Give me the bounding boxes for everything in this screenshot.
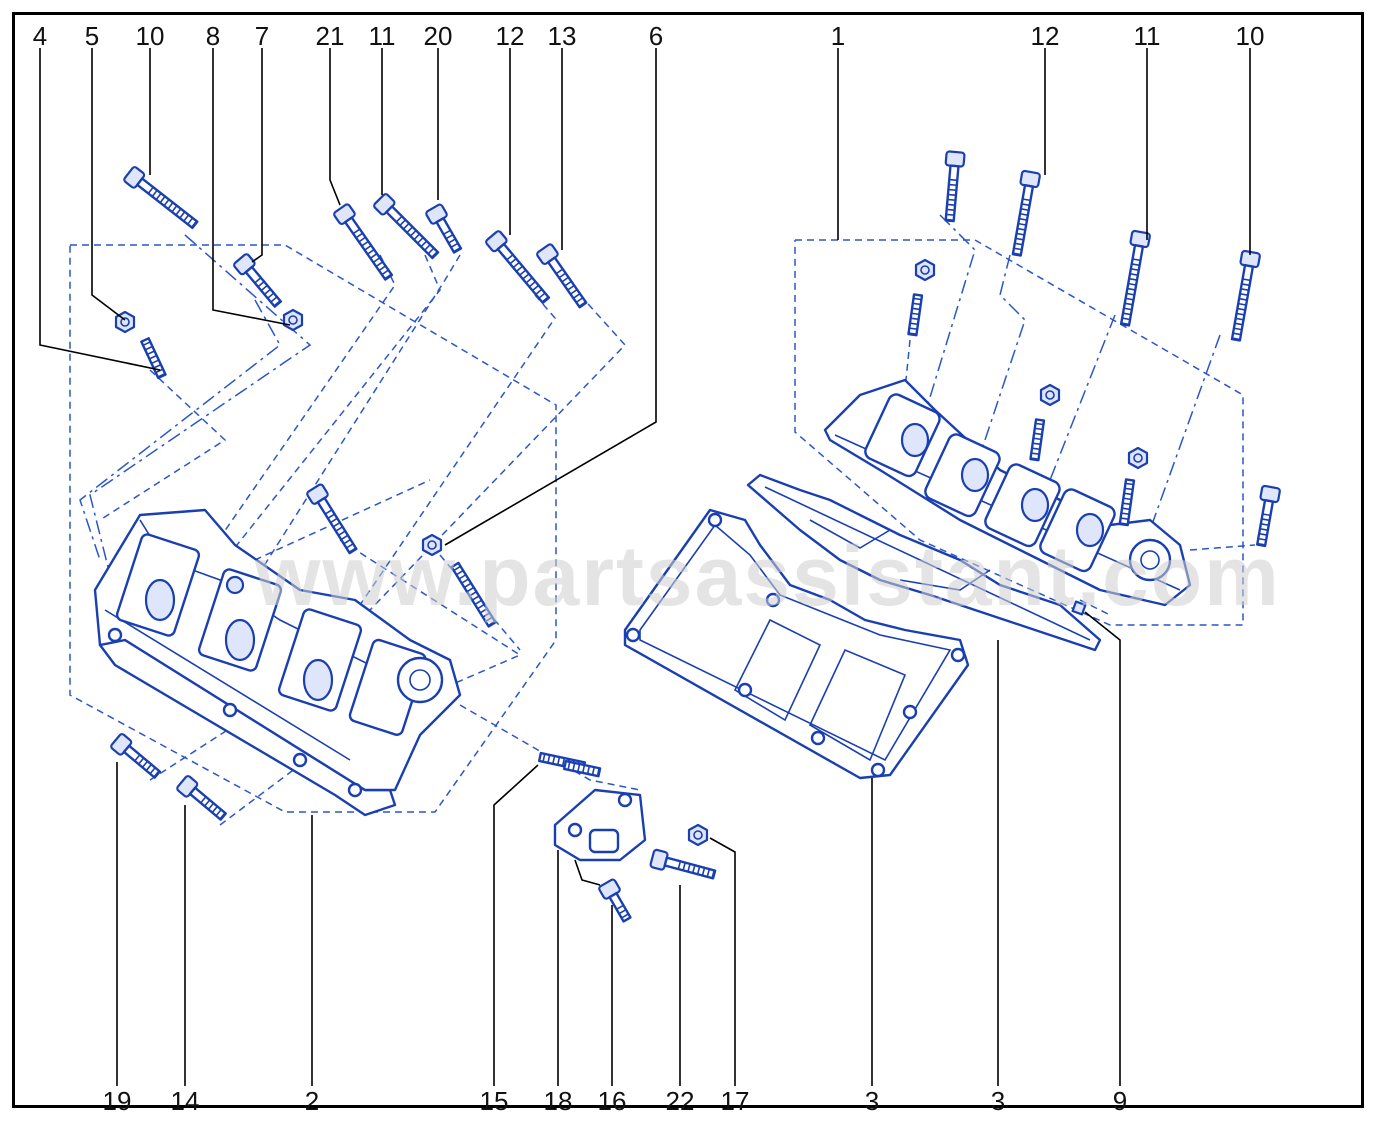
callout-bottom-7: 22 (666, 1086, 695, 1116)
stud-26 (907, 293, 924, 337)
bolt-18 (598, 878, 632, 923)
cylinder-head-left (93, 508, 462, 817)
cylinder-head-right (823, 378, 1192, 616)
bolt-15 (176, 775, 228, 821)
callout-bottom-3: 2 (305, 1086, 319, 1116)
gasket-front (623, 508, 970, 780)
bolt-2 (233, 253, 283, 308)
bolt-19 (649, 848, 717, 880)
nut-12 (421, 533, 443, 557)
stud-30 (1118, 478, 1136, 527)
bolt-5 (425, 203, 463, 254)
bolt-24 (1230, 249, 1261, 342)
callout-bottom-2: 14 (171, 1086, 200, 1116)
callout-top-11: 6 (649, 21, 663, 51)
callout-top-2: 5 (85, 21, 99, 51)
callout-top-12: 1 (831, 21, 845, 51)
callout-bottom-11: 9 (1113, 1086, 1127, 1116)
leader-lines (39, 48, 1251, 1086)
nut-10 (282, 308, 304, 332)
callout-bottom-4: 15 (480, 1086, 509, 1116)
bolt-1 (123, 166, 199, 230)
stud-13 (450, 561, 497, 628)
nut-29 (1127, 446, 1149, 470)
callout-top-3: 10 (136, 21, 165, 51)
callout-bottom-6: 16 (598, 1086, 627, 1116)
gasket-rear (746, 473, 1102, 652)
callout-bottom-8: 17 (721, 1086, 750, 1116)
callout-bottom-10: 3 (991, 1086, 1005, 1116)
bolt-6 (485, 230, 551, 304)
watermark-text: www.partsassistant.com (254, 529, 1281, 623)
callout-top-14: 11 (1134, 21, 1161, 51)
callout-top-15: 10 (1236, 21, 1265, 51)
callout-top-4: 8 (206, 21, 220, 51)
coolant-housing (553, 788, 647, 862)
callout-top-5: 7 (255, 21, 269, 51)
bolt-23 (1119, 229, 1151, 327)
callout-bottom-9: 3 (865, 1086, 879, 1116)
stud-28 (1029, 418, 1046, 462)
nut-27 (1039, 383, 1061, 407)
stud-9 (140, 337, 167, 380)
callout-bottom-5: 18 (544, 1086, 573, 1116)
bolt-21 (944, 150, 966, 223)
callout-top-7: 11 (369, 21, 396, 51)
bolt-4 (373, 193, 440, 260)
bolt-3 (333, 203, 394, 281)
bolt-14 (110, 733, 162, 779)
callout-top-13: 12 (1031, 21, 1060, 51)
bolt-22 (1011, 169, 1041, 257)
callout-top-10: 13 (548, 21, 577, 51)
bolt-11 (306, 483, 358, 555)
nut-20 (687, 823, 709, 847)
callout-top-9: 12 (496, 21, 525, 51)
callout-numbers-bottom: 19 14 2 15 18 16 22 17 3 3 9 (103, 1086, 1128, 1116)
fasteners (110, 150, 1281, 923)
callout-bottom-1: 19 (103, 1086, 132, 1116)
stud-17 (562, 759, 602, 778)
bolt-31 (1256, 484, 1281, 548)
callout-top-8: 20 (424, 21, 453, 51)
nut-25 (914, 258, 936, 282)
callout-top-6: 21 (316, 21, 345, 51)
bolt-7 (536, 243, 588, 309)
callout-top-1: 4 (33, 21, 47, 51)
callout-numbers-top: 4 5 10 8 7 21 11 20 12 13 6 1 12 11 10 (33, 21, 1265, 51)
